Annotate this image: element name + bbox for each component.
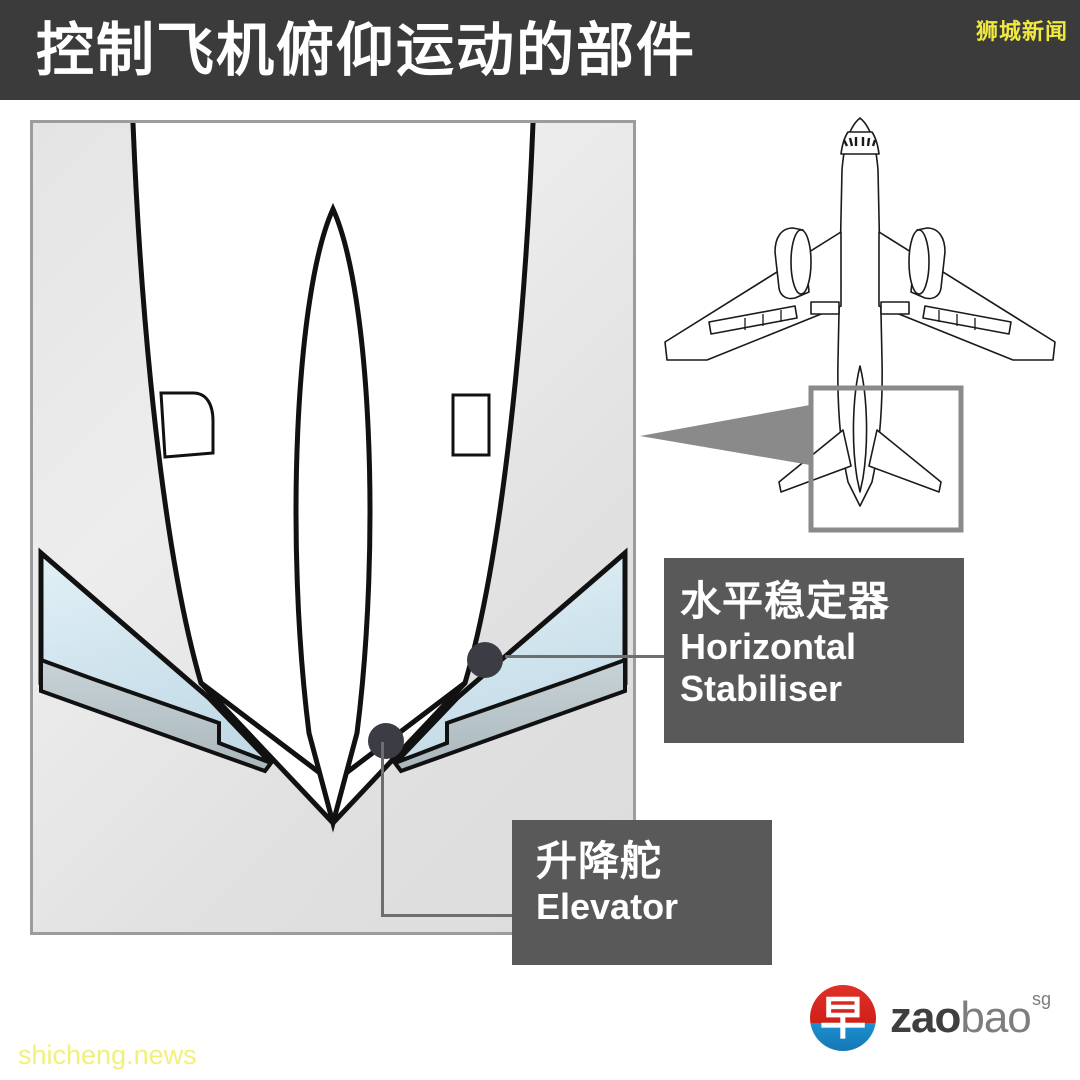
overview-flap-right bbox=[922, 305, 1012, 335]
callout-label-cn: 升降舵 bbox=[536, 837, 662, 885]
overview-cockpit-windows bbox=[842, 137, 877, 147]
overview-flap-left bbox=[708, 305, 798, 335]
zaobao-wordmark: zaobao bbox=[890, 993, 1032, 1043]
aircraft-tail-detail-panel bbox=[30, 120, 636, 935]
callout-label-en-line1: Horizontal bbox=[680, 626, 856, 667]
fuselage-hatch-right bbox=[451, 393, 491, 457]
overview-wing-right bbox=[878, 231, 1056, 361]
fuselage-door-left bbox=[159, 391, 215, 459]
logo-mark-bottom-half bbox=[810, 1023, 876, 1051]
aircraft-top-view-overview bbox=[664, 117, 1056, 533]
logo-mark-character: 早 bbox=[820, 991, 866, 1045]
callout-label-cn: 水平稳定器 bbox=[680, 577, 890, 625]
overview-stabiliser-left bbox=[778, 429, 852, 493]
callout-label-elevator: 升降舵 Elevator bbox=[512, 820, 772, 965]
callout-label-en-line1: Elevator bbox=[536, 886, 679, 927]
header-bar: 控制飞机俯仰运动的部件 狮城新闻 bbox=[0, 0, 1080, 100]
overview-cockpit bbox=[840, 131, 880, 155]
overview-spoiler-left bbox=[810, 301, 840, 315]
zaobao-logo-mark: 早 bbox=[810, 985, 876, 1051]
wordmark-zao: zao bbox=[890, 993, 961, 1042]
elevator-right bbox=[391, 657, 627, 774]
leader-line-elevator-vertical bbox=[381, 742, 384, 917]
aircraft-tail-illustration bbox=[38, 123, 628, 833]
wordmark-superscript: sg bbox=[1032, 989, 1052, 1009]
overview-wing-left bbox=[664, 231, 842, 361]
callout-label-en-line2: Stabiliser bbox=[680, 668, 843, 709]
leader-line-elevator-horizontal bbox=[381, 914, 517, 917]
overview-engine-right-nacelle bbox=[908, 229, 930, 295]
page-title: 控制飞机俯仰运动的部件 bbox=[36, 16, 697, 84]
overview-vertical-fin bbox=[852, 365, 868, 493]
overview-stabiliser-right bbox=[868, 429, 942, 493]
tail-section-highlight-box bbox=[808, 385, 964, 533]
overview-flap-left-ribs bbox=[744, 310, 782, 330]
leader-line-horizontal-stabiliser bbox=[505, 655, 667, 658]
site-watermark: shicheng.news bbox=[18, 1040, 197, 1070]
zaobao-logo: 早 zaobao sg bbox=[810, 985, 1060, 1055]
wordmark-bao: bao bbox=[960, 993, 1031, 1042]
callout-label-horizontal-stabiliser: 水平稳定器 Horizontal Stabiliser bbox=[664, 558, 964, 743]
elevator-left bbox=[39, 657, 275, 774]
vertical-stabiliser-fin bbox=[293, 202, 373, 833]
overview-fuselage bbox=[837, 117, 883, 507]
brand-tag: 狮城新闻 bbox=[975, 20, 1068, 45]
overview-flap-right-ribs bbox=[938, 310, 976, 330]
overview-spoiler-right bbox=[880, 301, 910, 315]
overview-engine-left-nacelle bbox=[790, 229, 812, 295]
logo-mark-top-half bbox=[810, 985, 876, 1024]
zoom-pointer-triangle bbox=[640, 405, 810, 465]
